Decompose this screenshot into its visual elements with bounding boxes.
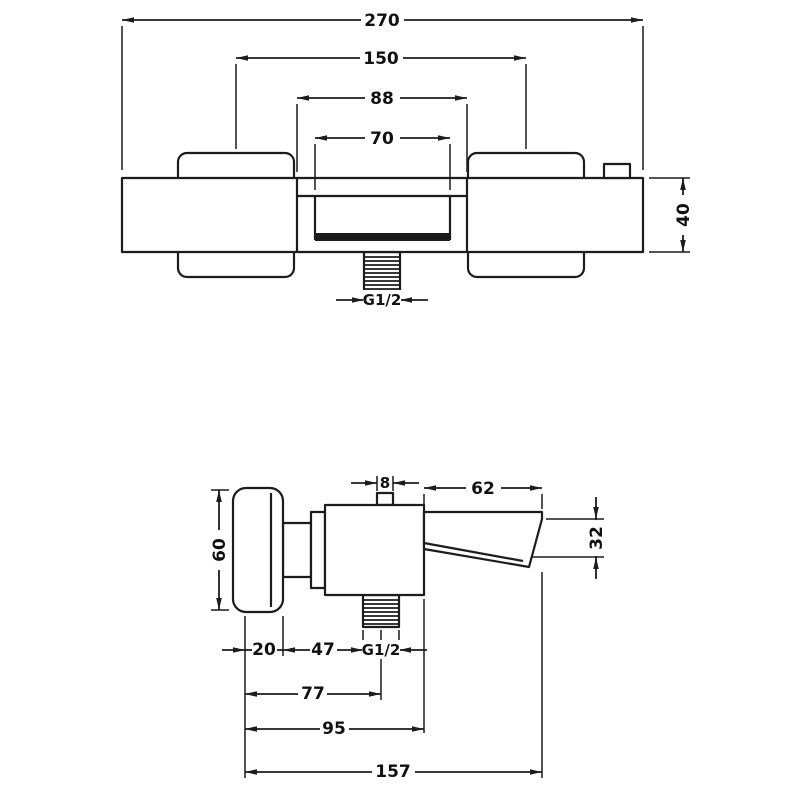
handle-neck-side [281,521,313,579]
dim-front-handle-centers: 150 [235,46,527,149]
side-view: 8 62 60 32 [208,472,607,782]
label-bg [379,472,392,491]
spout-profile [422,510,544,569]
dimension-label: 40 [674,203,694,227]
thread-side [361,593,401,629]
dim-front-body-height: 40 [649,177,694,253]
label-bg [361,8,404,31]
rotated-label: 60 [208,530,230,570]
dim-side-spout-length: 62 [423,477,543,509]
label-bg [365,86,400,109]
label-bg [363,290,401,309]
dim-side-spout-end-height: 32 [532,497,607,579]
extension-lines [121,26,644,170]
rotated-label: 32 [585,520,607,556]
extension-lines [235,64,527,149]
label-bg [362,640,400,659]
dimension-label: 88 [370,89,394,109]
thread-label: G1/2 [363,291,402,309]
dim-offset-20: 20 [222,639,283,660]
rotated-label: 40 [672,195,694,235]
dimension-label: 47 [311,640,335,660]
thread-label: G1/2 [362,641,401,659]
dim-side-nub-width: 8 [351,472,419,492]
dim-depth-95: 95 [245,718,424,739]
dim-front-spout-inner: 70 [314,126,451,190]
label-bg [372,761,415,782]
dimension-label: 32 [587,526,607,550]
dim-side-bottom-chain: 20 47 G1/2 77 95 [222,572,543,782]
extension-lines [423,494,543,509]
label-bg [466,477,501,499]
label-bg [585,520,607,556]
dim-front-total-width: 270 [121,8,644,170]
spout-face [295,178,469,252]
dim-front-thread: G1/2 [336,290,428,309]
thread-front [362,250,402,293]
extension-lines [532,518,604,558]
dimension-label: 157 [375,762,411,782]
thread-hatch [364,256,400,290]
dimension-label: 70 [370,129,394,149]
label-bg [365,126,400,149]
dim-front-spout-outer: 88 [296,86,468,172]
label-bg [672,195,694,235]
dimension-label: 150 [363,49,399,69]
label-bg [310,639,337,660]
dimension-label: 20 [252,640,276,660]
spout-face-lines [295,178,469,252]
dimension-label: 77 [301,684,325,704]
label-bg [320,718,349,739]
label-bg [208,530,230,570]
dimension-label: 60 [210,538,230,562]
dim-side-handle-height: 60 [208,489,230,611]
handle-flange-side [309,510,327,590]
label-bg [360,46,403,69]
spout-side [422,510,544,569]
dimension-label: 8 [380,474,390,492]
dimension-label: 95 [322,719,346,739]
dim-depth-77: 77 [245,683,381,704]
dim-depth-157: 157 [245,761,542,782]
dimension-label: 270 [364,11,400,31]
top-button-side [375,491,395,507]
thread-hatch [363,599,399,625]
extension-lines [296,104,468,172]
extension-lines [314,144,451,190]
front-view: 270 150 88 70 40 [120,8,694,309]
dim-offset-47: 47 [283,639,363,660]
label-bg [298,683,327,704]
handle-side [231,486,285,614]
diverter-button [602,162,632,180]
dim-side-thread: G1/2 [362,640,427,659]
spout-mouth-line [423,541,524,563]
dimension-label: 62 [471,479,495,499]
faucet-body-side [323,503,426,597]
spout-slot [315,233,450,241]
label-bg [252,639,277,660]
